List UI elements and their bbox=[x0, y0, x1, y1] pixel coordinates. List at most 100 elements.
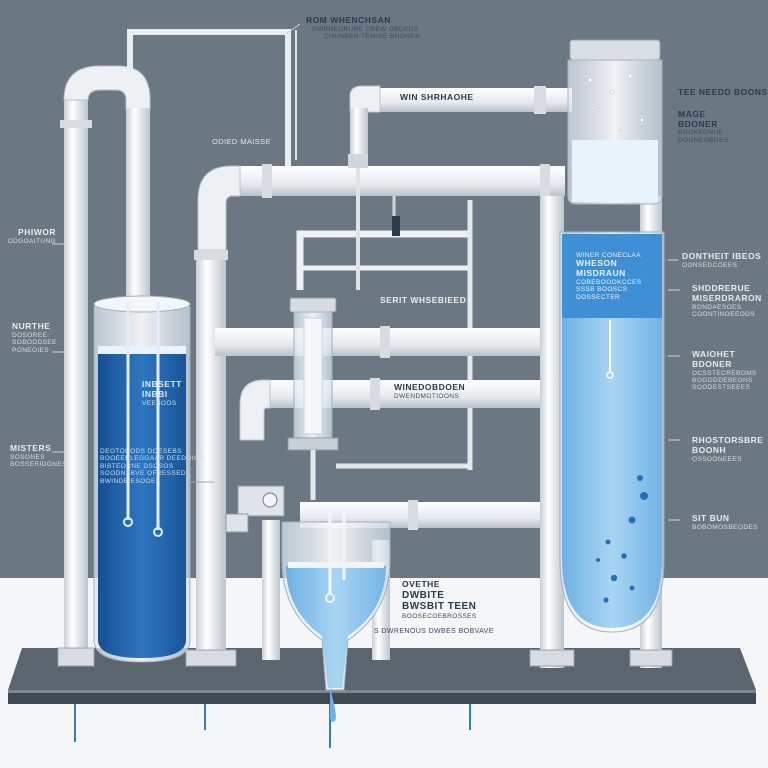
top-right-title: TEE NEEDD BOONS bbox=[678, 87, 768, 97]
top-right-sub-4: DOONEOBDES bbox=[678, 136, 729, 144]
upper-pipe-label: WIN SHRHAOHE bbox=[400, 92, 474, 103]
right-side-2-title: SHDDRERUE bbox=[692, 283, 751, 293]
center-label-1: SERIT WHSEBIEED bbox=[380, 295, 466, 306]
left-side-1-title: PHIWOR bbox=[18, 227, 56, 237]
right-side-3-sub-1: BDONER bbox=[692, 358, 732, 369]
left-side-2-sub-1: DOSOREE bbox=[12, 331, 48, 339]
center-label-2-sub: DWENDMOTIOONS bbox=[394, 392, 460, 400]
right-side-3-title: WAIOHET bbox=[692, 349, 736, 359]
left-tank-label-title: INBSETT bbox=[142, 379, 182, 389]
upper-pipe-coupling bbox=[534, 86, 546, 114]
long-pipe-1-coupling bbox=[380, 326, 390, 358]
filter-core bbox=[303, 317, 323, 435]
center-label-2-title: WINEDOBDOEN bbox=[394, 382, 466, 392]
right-side-4-sub-2: OSSOONEEES bbox=[692, 455, 742, 463]
right-side-label-2: SHDDRERUE MISERDRARON BONDAESOES COONTIN… bbox=[692, 283, 762, 318]
left-tank-lower-label: DEOTOUODS DOESEBS BOOEEDLEGGAAR DEEDOIGS… bbox=[100, 448, 204, 485]
long-pipe-2-coupling bbox=[370, 378, 380, 410]
left-side-label-1: PHIWOR ODGOAITUNG bbox=[8, 227, 56, 245]
right-column-base-1 bbox=[529, 649, 575, 667]
left-tank-water bbox=[98, 352, 186, 658]
right-tank-probe-tip bbox=[606, 371, 614, 379]
bottom-center-5: S DWRENOUS DWBES BOBVAVE bbox=[374, 628, 494, 635]
left-tank-lower-3: BIBTEORNE DSOSOS bbox=[100, 462, 174, 470]
left-side-3-title: MISTERS bbox=[10, 443, 52, 453]
top-center-sub-1: DWBNEOBURE CBEW OBDEDS bbox=[312, 25, 419, 33]
top-center-title: ROM WHENCHSAN bbox=[306, 15, 391, 25]
right-tank-inner-label: WINER CONECLAA WHESON MISDRAUN COBEBOOOK… bbox=[576, 252, 642, 301]
right-side-1-sub: OONSEDCOEES bbox=[682, 261, 738, 269]
top-center-sub-2: CHUNBER TEMISE BRONES bbox=[324, 33, 420, 41]
left-pipe-base bbox=[57, 647, 95, 667]
top-right-sub-1: MAGE bbox=[678, 108, 706, 119]
left-tank-rim bbox=[93, 295, 191, 313]
right-side-3-sub-3: BOGODDEBEONS bbox=[692, 377, 753, 384]
long-pipe-3-coupling bbox=[408, 500, 418, 530]
valve-assembly-2 bbox=[225, 513, 249, 533]
filter-cap bbox=[289, 297, 337, 313]
valve-wheel bbox=[262, 492, 278, 508]
bottom-center-label: OVETHE DWBITE BWSBIT TEEN BOOSECOEBROSSE… bbox=[402, 579, 477, 620]
right-side-5-title: SIT BUN bbox=[692, 513, 730, 523]
main-header-elbow bbox=[197, 165, 241, 251]
right-side-2-sub-3: COONTINOEEODS bbox=[692, 311, 755, 318]
left-main-riser-base bbox=[185, 649, 237, 667]
right-tank-bubbles bbox=[596, 475, 648, 603]
right-column-base-2 bbox=[629, 649, 673, 667]
top-right-sub-2: BDONER bbox=[678, 118, 718, 129]
right-tank-inner-6: DOSSECTER bbox=[576, 293, 621, 301]
filter-base bbox=[287, 437, 339, 451]
left-side-label-3: MISTERS SOSONES BOSSERIDONES bbox=[10, 443, 67, 469]
left-center-pipe-label-text: ODIED MAISSE bbox=[212, 137, 271, 146]
right-side-5-sub: BOBOMOSBEODES bbox=[692, 523, 758, 531]
leader-lines bbox=[52, 23, 680, 521]
left-tank-lower-2: BOOEEDLEGGAAR DEEDOIGS bbox=[100, 455, 205, 463]
right-side-label-4: RHOSTORSBRE BOONH OSSOONEEES bbox=[692, 435, 764, 463]
left-side-label-2: NURTHE DOSOREE SOBODDSEE PONEOIES bbox=[12, 321, 57, 354]
funnel-drip bbox=[330, 688, 336, 722]
right-side-4-sub-1: BOONH bbox=[692, 444, 727, 455]
left-tank-probe-tip-1 bbox=[123, 517, 133, 527]
valve-block bbox=[392, 216, 400, 236]
floor-edge-highlight bbox=[8, 690, 756, 693]
bottom-center-footer: S DWRENOUS DWBES BOBVAVE bbox=[374, 628, 494, 636]
right-tank-inner-1: WINER CONECLAA bbox=[576, 252, 641, 259]
top-tank-bubbles bbox=[587, 73, 645, 132]
right-tank-water bbox=[562, 318, 662, 628]
left-main-riser-collar bbox=[194, 250, 228, 260]
left-center-pipe-label: ODIED MAISSE bbox=[212, 137, 271, 147]
top-right-sub-3: BOOKEDNUE bbox=[678, 129, 724, 137]
center-feed-fitting bbox=[348, 154, 368, 168]
left-tank-label-sub-1: INBBI bbox=[142, 388, 168, 399]
right-tank-inner-3: MISDRAUN bbox=[576, 268, 626, 279]
left-pipe-collar bbox=[60, 120, 92, 128]
top-center-label: ROM WHENCHSAN DWBNEOBURE CBEW OBDEDS CHU… bbox=[306, 15, 420, 41]
center-label-2: WINEDOBDOEN DWENDMOTIOONS bbox=[394, 382, 466, 400]
bottom-center-3: BWSBIT TEEN bbox=[402, 601, 477, 613]
left-side-3-sub-1: SOSONES bbox=[10, 453, 45, 461]
right-side-2-sub-2: BONDAESOES bbox=[692, 303, 742, 311]
right-side-label-1: DONTHEIT IBEOS OONSEDCOEES bbox=[682, 251, 761, 269]
main-header-pipe bbox=[225, 166, 565, 196]
left-tank-lower-5: BWINDEIESOOES bbox=[100, 477, 161, 485]
right-side-3-sub-4: SOODESTSEEES bbox=[692, 384, 751, 392]
right-side-2-sub-1: MISERDRARON bbox=[692, 292, 762, 303]
right-tank-water-top bbox=[562, 234, 662, 318]
right-side-3-sub-2: OCSSTECREBOMS bbox=[692, 369, 757, 377]
main-header-coupling-2 bbox=[540, 164, 550, 198]
top-tank-water bbox=[572, 140, 658, 202]
top-tank-cap bbox=[569, 39, 661, 61]
right-tank-inner-4: COBEBOOOKCCES bbox=[576, 279, 642, 286]
left-main-riser bbox=[196, 250, 226, 660]
left-side-2-sub-3: PONEOIES bbox=[12, 346, 50, 354]
left-tank-lower-1: DEOTOUODS DOESEBS bbox=[100, 448, 182, 455]
left-side-2-sub-2: SOBODDSEE bbox=[12, 339, 57, 347]
right-side-4-title: RHOSTORSBRE bbox=[692, 435, 764, 445]
right-tank-inner-5: SSSB BOOSCS bbox=[576, 286, 628, 294]
funnel-foam bbox=[288, 562, 384, 568]
floor-edge bbox=[8, 690, 756, 704]
top-right-label: TEE NEEDD BOONS MAGE BDONER BOOKEDNUE DO… bbox=[678, 87, 768, 144]
left-side-3-sub-2: BOSSERIDONES bbox=[10, 461, 67, 469]
